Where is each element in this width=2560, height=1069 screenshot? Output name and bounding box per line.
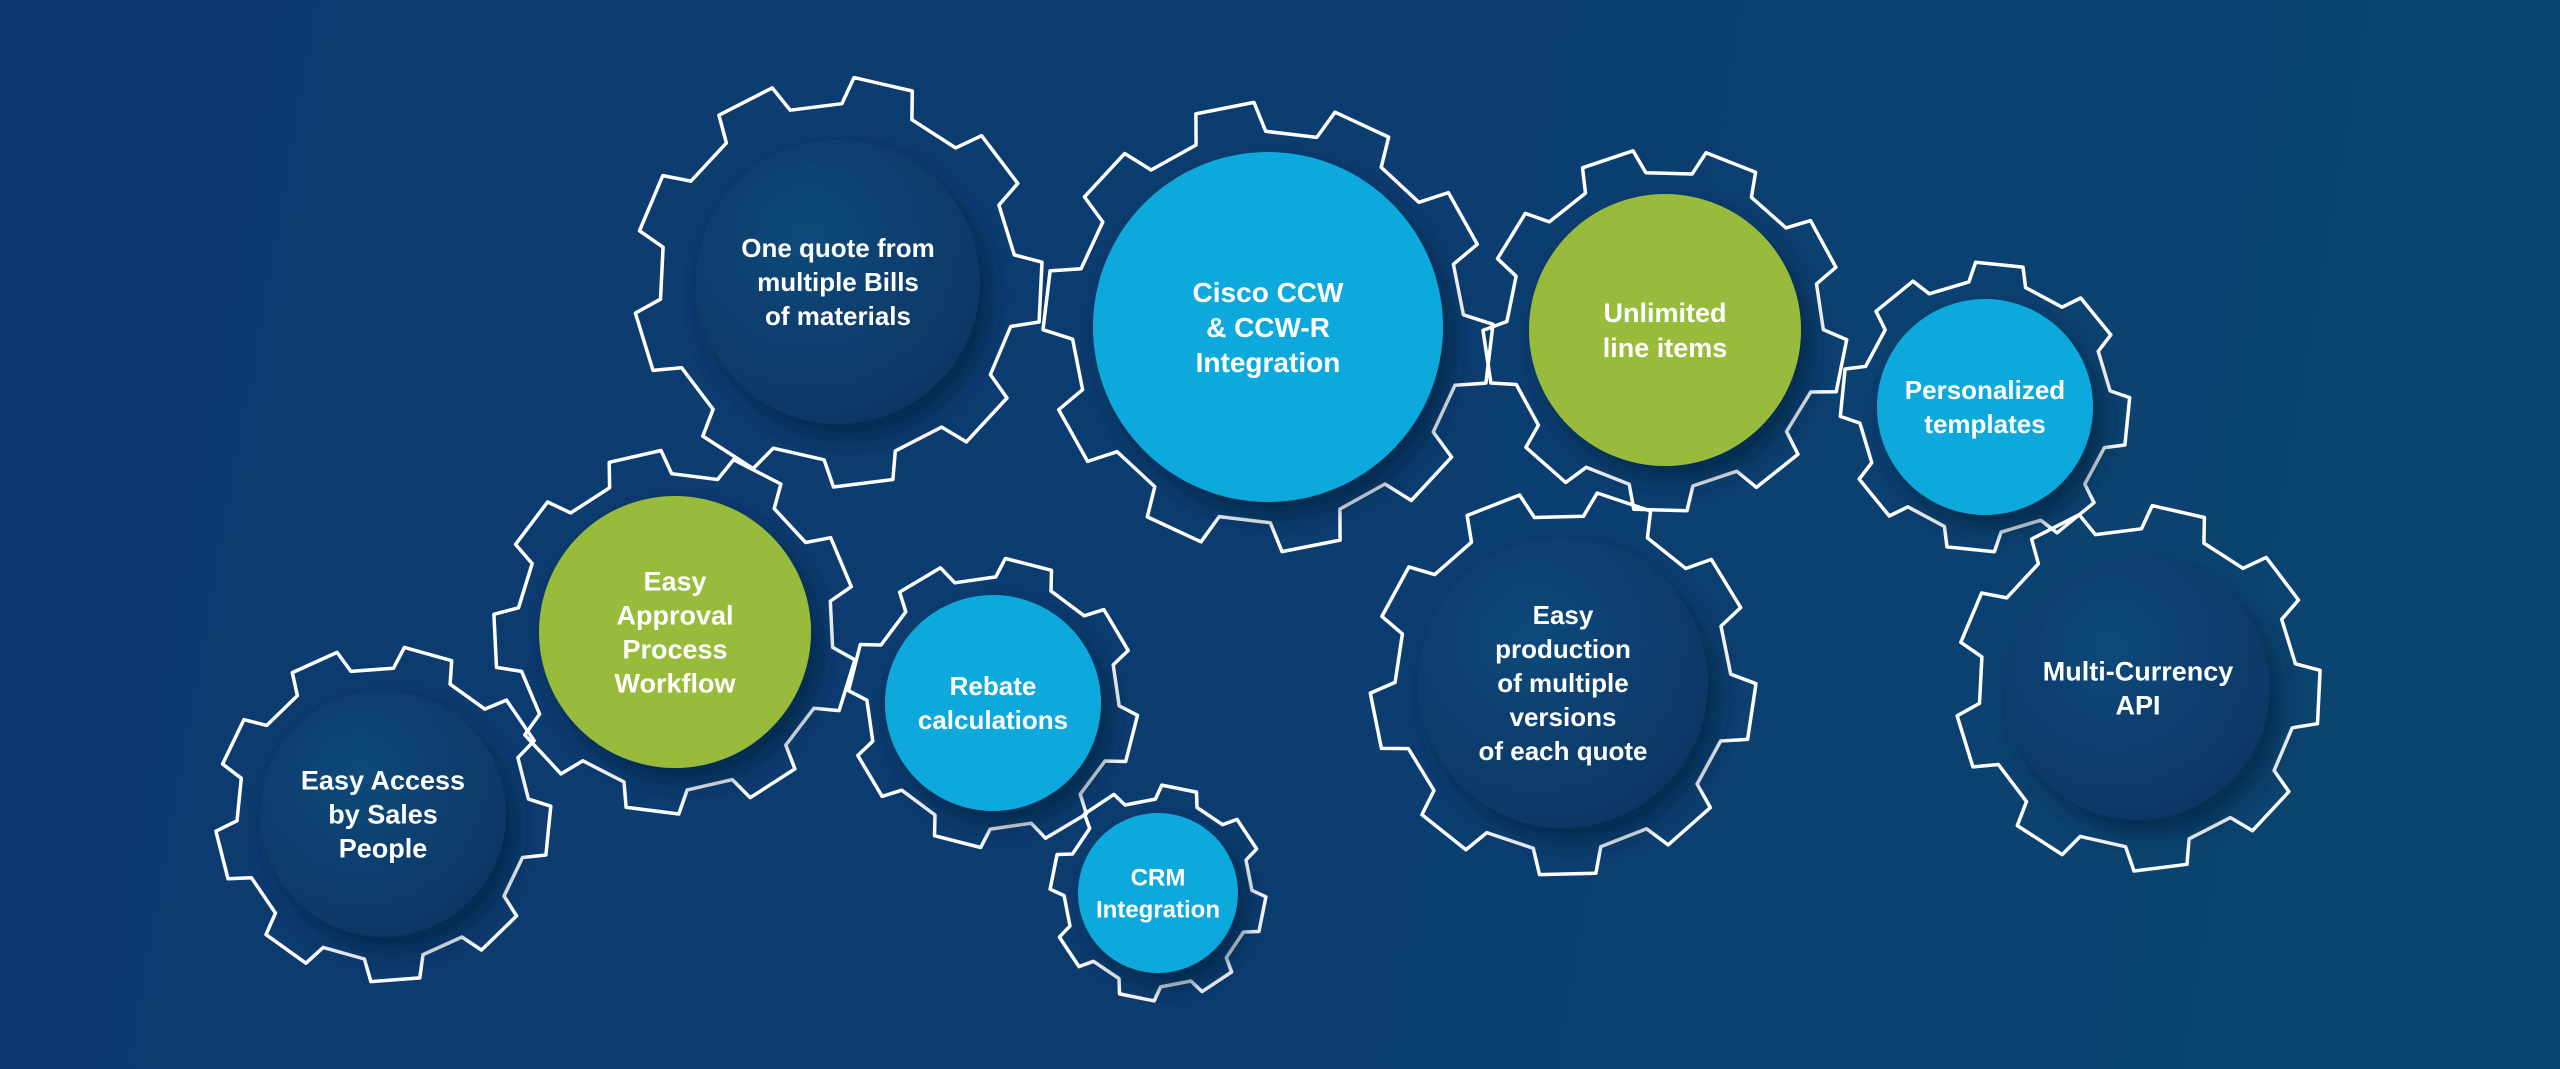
gear-label-line: Multi-Currency bbox=[2043, 657, 2234, 687]
gear-label-line: Rebate bbox=[950, 671, 1037, 701]
gear-label-line: calculations bbox=[918, 705, 1068, 735]
gear-circle bbox=[885, 595, 1101, 811]
gear-label-line: Integration bbox=[1196, 347, 1341, 378]
gear-outline bbox=[1481, 149, 1849, 513]
gear-label: Rebate calculations bbox=[918, 671, 1068, 735]
gear-label-line: Easy bbox=[1533, 600, 1594, 630]
gear-rebate-calculations: Rebate calculations bbox=[846, 556, 1140, 850]
gear-outline bbox=[1955, 503, 2322, 873]
gear-circle bbox=[1529, 194, 1801, 466]
gear-label-line: One quote from bbox=[741, 233, 935, 263]
gear-label-line: Process bbox=[622, 635, 727, 665]
gear-outline bbox=[1368, 491, 1758, 877]
gear-cisco-ccw: Cisco CCW & CCW-R Integration bbox=[1041, 100, 1495, 554]
gear-circle bbox=[1078, 813, 1238, 973]
gear-label: CRM Integration bbox=[1096, 864, 1220, 923]
gear-label-line: production bbox=[1495, 634, 1631, 664]
gear-label-line: multiple Bills bbox=[757, 267, 919, 297]
gear-outline bbox=[846, 556, 1140, 850]
gear-unlimited-line-items: Unlimited line items bbox=[1481, 149, 1849, 513]
gear-circle bbox=[539, 496, 811, 768]
gear-outline bbox=[1048, 783, 1268, 1003]
gear-outline bbox=[633, 75, 1044, 489]
gear-circle bbox=[696, 140, 980, 424]
gear-outline bbox=[214, 645, 553, 984]
gear-circle bbox=[1877, 299, 2093, 515]
gear-circle bbox=[1093, 152, 1443, 502]
gear-label-line: Easy Access bbox=[301, 766, 465, 796]
gear-label-line: Cisco CCW bbox=[1193, 277, 1344, 308]
gear-label-line: of materials bbox=[765, 301, 911, 331]
gear-label: Personalized templates bbox=[1905, 375, 2065, 439]
gear-label-line: versions bbox=[1510, 702, 1617, 732]
gear-label: One quote from multiple Bills of materials bbox=[741, 233, 935, 331]
gear-circle bbox=[2006, 556, 2270, 820]
gear-circle bbox=[260, 691, 506, 937]
gear-label-line: People bbox=[339, 834, 428, 864]
gear-label: Unlimited line items bbox=[1603, 298, 1728, 363]
gear-label-line: API bbox=[2115, 691, 2160, 721]
gear-label-line: Integration bbox=[1096, 896, 1220, 923]
gear-outline bbox=[1838, 260, 2132, 554]
gear-label-line: by Sales bbox=[328, 800, 438, 830]
gear-label: Cisco CCW & CCW-R Integration bbox=[1193, 277, 1344, 378]
gear-label-line: Unlimited bbox=[1603, 298, 1726, 328]
gear-label-line: of multiple bbox=[1497, 668, 1628, 698]
gear-circle bbox=[1418, 538, 1708, 828]
gear-outline bbox=[492, 448, 857, 816]
gear-personalized-templates: Personalized templates bbox=[1838, 260, 2132, 554]
gear-label-line: Approval bbox=[616, 601, 733, 631]
gear-label-line: Workflow bbox=[615, 669, 737, 699]
gear-label-line: line items bbox=[1603, 333, 1728, 363]
gear-label-line: Easy bbox=[643, 567, 706, 597]
gear-label-line: templates bbox=[1924, 409, 2045, 439]
gear-easy-production: Easy production of multiple versions of each… bbox=[1368, 491, 1758, 877]
gear-label-line: CRM bbox=[1131, 864, 1186, 891]
gear-outline bbox=[1041, 100, 1495, 554]
gear-crm-integration: CRM Integration bbox=[1048, 783, 1268, 1003]
gear-one-quote: One quote from multiple Bills of materials bbox=[633, 75, 1044, 489]
gear-label: Easy production of multiple versions of each… bbox=[1478, 600, 1647, 766]
gear-label-line: & CCW-R bbox=[1206, 312, 1330, 343]
gear-label-line: of each quote bbox=[1478, 736, 1647, 766]
gear-label-line: Personalized bbox=[1905, 375, 2065, 405]
